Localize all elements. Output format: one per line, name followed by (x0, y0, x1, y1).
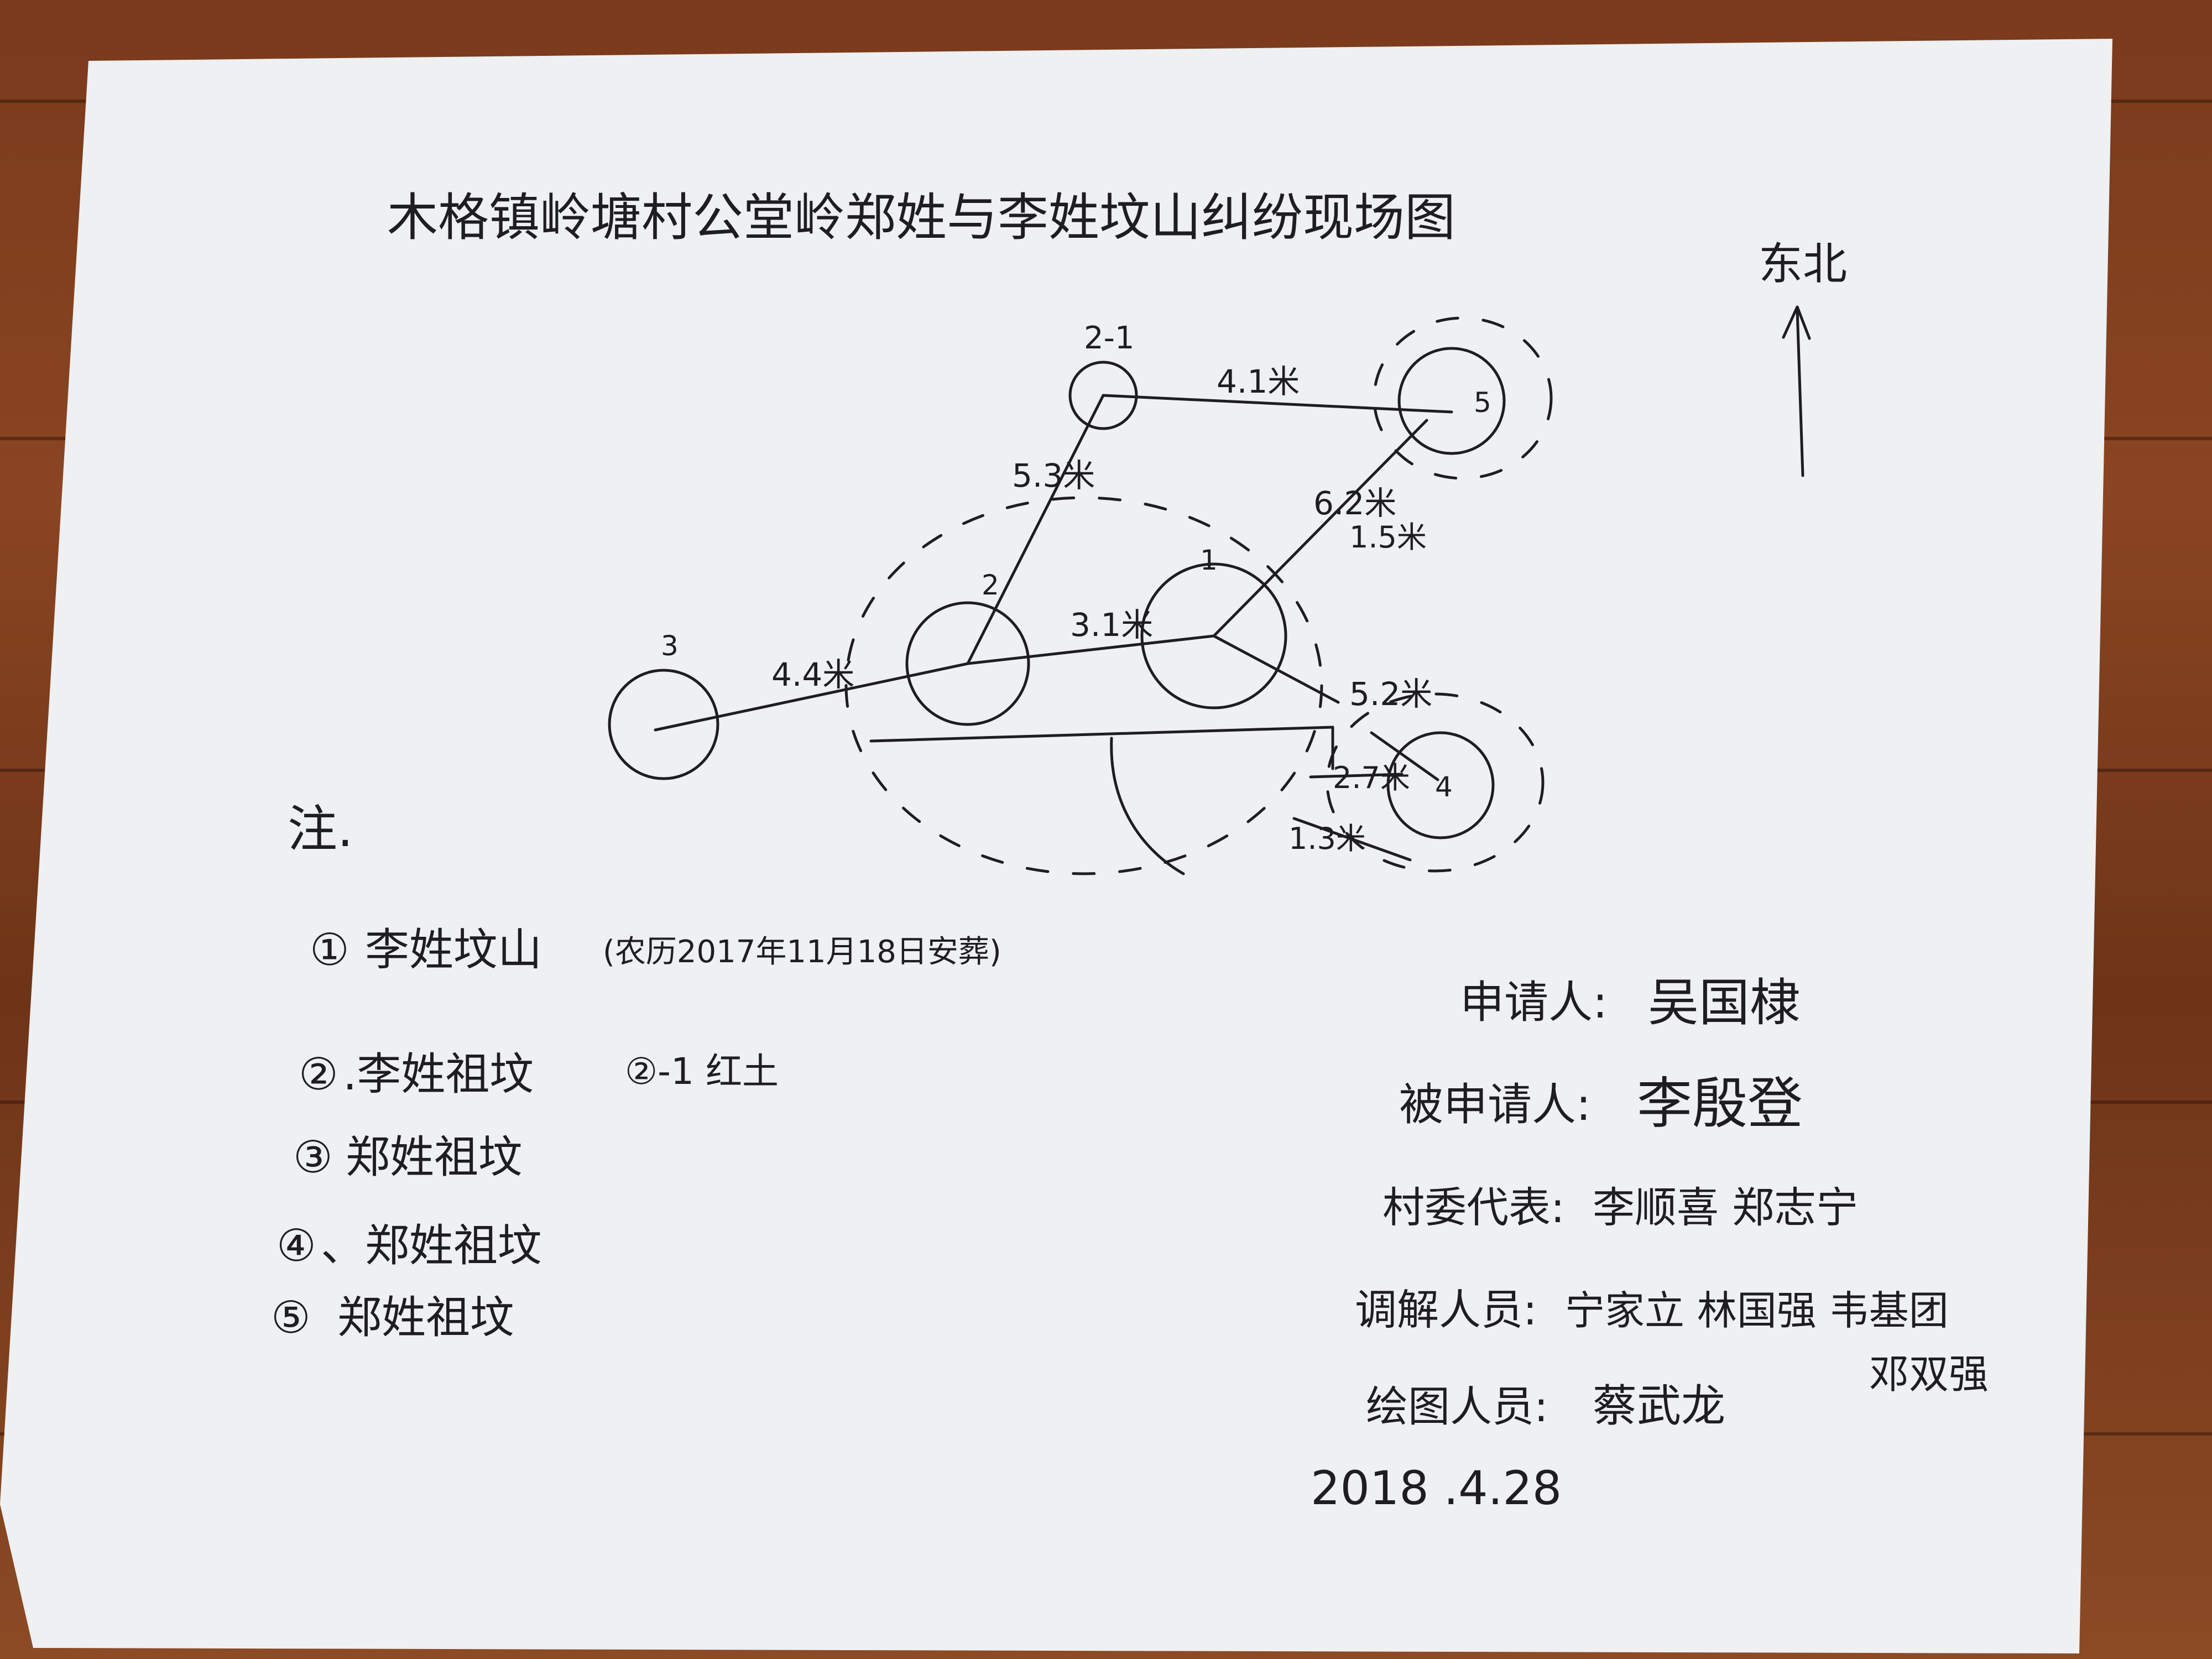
note-2-number: ② (299, 1048, 338, 1100)
note-2-extra: ②-1 红土 (625, 1050, 779, 1093)
drafter-label: 绘图人员: (1366, 1382, 1548, 1431)
compass-label: 东北 (1759, 238, 1847, 290)
grave-2-1 (1068, 361, 1138, 430)
node-label-1: 1 (1200, 544, 1218, 576)
note-1-text: 李姓坟山 (365, 924, 542, 975)
distance-3-to-2: 4.4米 (771, 656, 854, 693)
note-1-number: ① (310, 924, 349, 975)
distance-4a: 2.7米 (1333, 760, 1410, 795)
line-1-to-5 (1212, 419, 1428, 638)
offset-line-4a (1309, 773, 1404, 779)
diagram-title: 木格镇岭塘村公堂岭郑姓与李姓坟山纠纷现场图 (387, 188, 1455, 247)
line-to-4 (1370, 731, 1439, 781)
grave-4 (1386, 731, 1495, 839)
distance-1-to-4: 5.2米 (1349, 675, 1432, 713)
note-5-number: ⑤ (271, 1292, 311, 1343)
distance-1-to-5b: 1.5米 (1349, 520, 1427, 555)
north-arrowhead (1782, 305, 1811, 340)
note-1-extra: (农历2017年11月18日安葬) (603, 934, 1001, 970)
grave-3 (608, 669, 719, 780)
village-rep-name: 李顺喜 郑志宁 (1593, 1183, 1858, 1232)
line-2-to-3 (654, 662, 969, 732)
node-label-2-1: 2-1 (1084, 320, 1134, 356)
north-arrow (1796, 308, 1804, 477)
mediator-name: 宁家立 林国强 韦基团 (1565, 1287, 1949, 1334)
note-2-text: .李姓祖坟 (343, 1048, 534, 1100)
line-2-1-to-2 (966, 394, 1105, 665)
distance-4b: 1.3米 (1288, 821, 1366, 856)
respondent-name: 李殷登 (1637, 1071, 1803, 1136)
line-2-1-to-5 (1102, 394, 1453, 414)
node-label-3: 3 (661, 630, 679, 662)
note-3-number: ③ (293, 1131, 333, 1183)
grave-5 (1397, 347, 1506, 455)
line-1-to-4 (1212, 634, 1340, 704)
applicant-label: 申请人: (1460, 977, 1608, 1028)
boundary-line (869, 726, 1334, 770)
notes-heading: 注. (288, 800, 353, 858)
grave-1 (1140, 562, 1287, 709)
offset-line-4b (1292, 817, 1412, 862)
mediator-label: 调解人员: (1355, 1285, 1537, 1334)
drafter-name: 蔡武龙 (1593, 1380, 1725, 1432)
line-2-to-1 (966, 634, 1215, 665)
note-5-text: 郑姓祖坟 (337, 1292, 514, 1343)
path-line (1110, 737, 1185, 875)
distance-1-to-5: 6.2米 (1313, 484, 1396, 522)
distance-2-1-to-2: 5.3米 (1012, 457, 1095, 494)
mediator-extra: 邓双强 (1869, 1351, 1989, 1397)
village-rep-label: 村委代表: (1383, 1183, 1565, 1232)
distance-2-to-1: 3.1米 (1070, 606, 1153, 644)
respondent-label: 被申请人: (1399, 1079, 1591, 1130)
distance-2-1-to-5: 4.1米 (1217, 363, 1300, 400)
dashed-enclosure-4 (1326, 692, 1545, 873)
note-4-number: ④ (276, 1220, 316, 1271)
node-label-2: 2 (982, 569, 999, 601)
date-text: 2018 .4.28 (1311, 1461, 1562, 1515)
dashed-enclosure-5 (1373, 316, 1553, 480)
grave-2 (905, 601, 1030, 726)
node-label-4: 4 (1435, 771, 1453, 803)
node-label-5: 5 (1474, 387, 1491, 419)
note-4-text: 、郑姓祖坟 (321, 1220, 542, 1271)
note-3-text: 郑姓祖坟 (346, 1131, 523, 1183)
dashed-enclosure-1-2 (844, 496, 1323, 875)
applicant-name: 吴国棣 (1648, 973, 1801, 1032)
paper-background (0, 39, 2112, 1653)
